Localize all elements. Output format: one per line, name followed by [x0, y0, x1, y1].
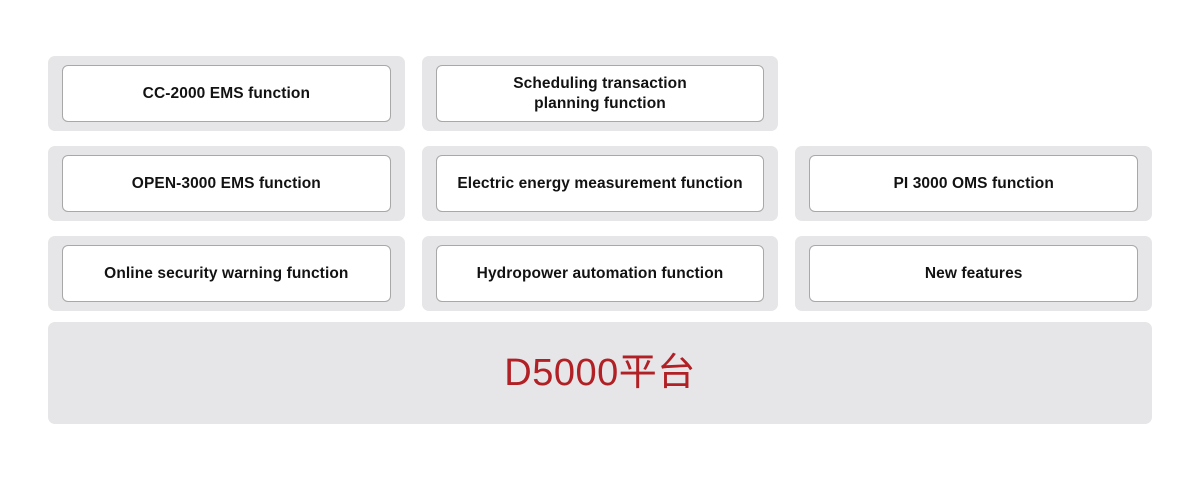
function-card[interactable]: Scheduling transaction planning function — [435, 65, 765, 122]
platform-label: D5000平台 — [504, 352, 696, 394]
function-label: PI 3000 OMS function — [893, 174, 1054, 192]
function-label: New features — [924, 264, 1023, 282]
function-card[interactable]: New features — [809, 245, 1139, 302]
function-cell-scheduling-transaction-planning[interactable]: Scheduling transaction planning function — [421, 56, 779, 131]
function-cell-empty-placeholder — [795, 56, 1152, 131]
function-label: CC-2000 EMS function — [142, 84, 311, 102]
function-card[interactable]: Hydropower automation function — [435, 245, 765, 302]
function-card[interactable]: CC-2000 EMS function — [62, 65, 391, 122]
function-row-1: CC-2000 EMS function Scheduling transact… — [48, 56, 1152, 131]
function-row-3: Online security warning function Hydropo… — [48, 236, 1153, 311]
function-label: Online security warning function — [104, 264, 349, 282]
function-card[interactable]: OPEN-3000 EMS function — [62, 155, 391, 212]
function-cell-new-features[interactable]: New features — [795, 236, 1153, 311]
function-grid: CC-2000 EMS function Scheduling transact… — [48, 56, 1153, 311]
function-cell-hydropower-automation[interactable]: Hydropower automation function — [421, 236, 779, 311]
platform-banner[interactable]: D5000平台 — [48, 322, 1152, 424]
function-cell-cc2000-ems[interactable]: CC-2000 EMS function — [48, 56, 405, 131]
function-cell-online-security-warning[interactable]: Online security warning function — [48, 236, 405, 311]
function-card[interactable]: Online security warning function — [62, 245, 391, 302]
function-label: Electric energy measurement function — [457, 174, 743, 192]
function-card[interactable]: PI 3000 OMS function — [809, 155, 1139, 212]
function-card[interactable]: Electric energy measurement function — [435, 155, 765, 212]
function-label: Hydropower automation function — [476, 264, 724, 282]
function-cell-open3000-ems[interactable]: OPEN-3000 EMS function — [48, 146, 405, 221]
function-cell-electric-energy-measurement[interactable]: Electric energy measurement function — [421, 146, 779, 221]
function-cell-pi3000-oms[interactable]: PI 3000 OMS function — [795, 146, 1153, 221]
function-label: Scheduling transaction planning function — [513, 74, 687, 112]
function-label: OPEN-3000 EMS function — [131, 174, 321, 192]
function-row-2: OPEN-3000 EMS function Electric energy m… — [48, 146, 1153, 221]
